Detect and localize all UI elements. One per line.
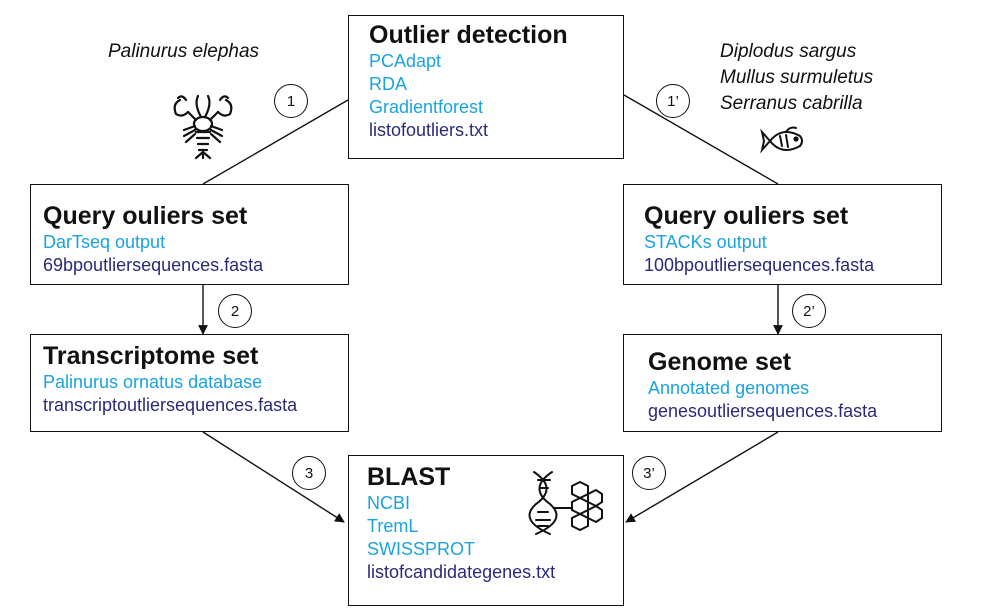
species-label-right-1: Diplodus sargus [720,41,857,62]
connector-outlier-to-query-left [202,99,349,185]
query-right-title: Query ouliers set [644,202,849,230]
lobster-icon [173,94,233,160]
genome-title: Genome set [648,348,792,376]
dna-molecule-icon [528,471,603,535]
outlier-output-file: listofoutliers.txt [369,120,489,140]
genome-source: Annotated genomes [648,378,810,398]
species-label-right-3: Serranus cabrilla [720,93,863,114]
arrow-transcriptome-to-blast [202,431,345,523]
step-1-prime-badge: 1’ [656,84,690,118]
transcriptome-file: transcriptoutliersequences.fasta [43,395,298,415]
outlier-detection-title: Outlier detection [369,21,568,49]
step-1-badge: 1 [274,84,308,118]
outlier-method-rda: RDA [369,74,408,94]
blast-box: BLAST NCBI TremL SWISSPROT listofcandida… [348,455,624,606]
step-3-badge: 3 [292,456,326,490]
step-2-prime-badge: 2’ [792,294,826,328]
query-left-file: 69bpoutliersequences.fasta [43,255,264,275]
query-right-file: 100bpoutliersequences.fasta [644,255,875,275]
query-outliers-right-box: Query ouliers set STACKs output 100bpout… [623,184,942,285]
query-left-source: DarTseq output [43,232,166,252]
arrow-genome-to-blast [625,431,779,523]
outlier-method-pcadapt: PCAdapt [369,51,442,71]
transcriptome-set-box: Transcriptome set Palinurus ornatus data… [30,334,349,432]
blast-db-ncbi: NCBI [367,493,411,513]
outlier-detection-box: Outlier detection PCAdapt RDA Gradientfo… [348,15,624,159]
transcriptome-title: Transcriptome set [43,342,259,370]
query-left-title: Query ouliers set [43,202,248,230]
blast-db-swissprot: SWISSPROT [367,539,476,559]
species-label-right-2: Mullus surmuletus [720,67,874,88]
connector-outlier-to-query-right [623,94,779,185]
blast-output-file: listofcandidategenes.txt [367,562,556,582]
blast-db-treml: TremL [367,516,419,536]
step-2-badge: 2 [218,294,252,328]
genome-file: genesoutliersequences.fasta [648,401,878,421]
genome-set-box: Genome set Annotated genomes genesoutlie… [623,334,942,432]
query-right-source: STACKs output [644,232,767,252]
fish-icon [760,126,803,154]
transcriptome-database: Palinurus ornatus database [43,372,263,392]
step-3-prime-badge: 3’ [632,456,666,490]
outlier-method-gradientforest: Gradientforest [369,97,484,117]
query-outliers-left-box: Query ouliers set DarTseq output 69bpout… [30,184,349,285]
blast-title: BLAST [367,463,451,491]
species-label-left: Palinurus elephas [108,41,260,62]
